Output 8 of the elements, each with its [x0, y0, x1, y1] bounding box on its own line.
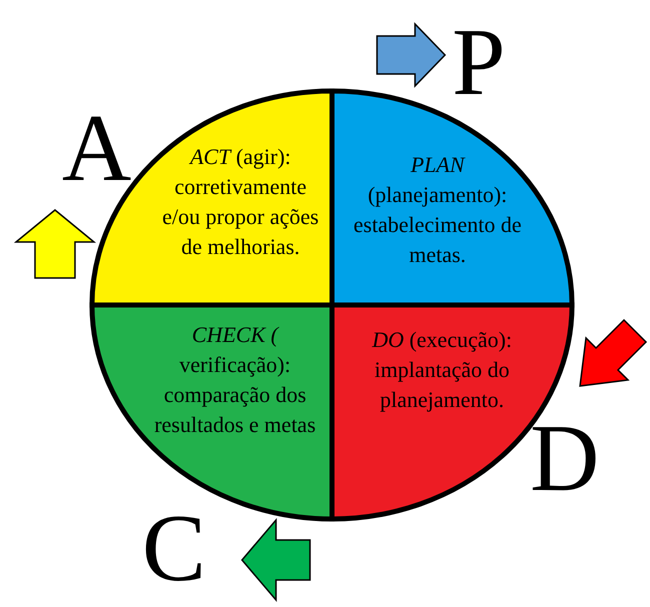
phase-letter: P: [452, 14, 506, 110]
phase-letter: D: [530, 410, 600, 506]
quadrant-text: CHECK ( verificação): comparação dos resultados e metas: [153, 321, 317, 439]
quadrant-text: PLAN (planejamento): estabelecimento de metas.: [352, 151, 522, 269]
phase-letter: A: [62, 100, 132, 196]
phase-letter: C: [142, 500, 206, 596]
quadrant-text: ACT (agir): corretivamente e/ou propor ações de melhorias.: [161, 143, 320, 261]
quadrant-text: DO (execução): implantação do planejamento.: [370, 326, 513, 414]
